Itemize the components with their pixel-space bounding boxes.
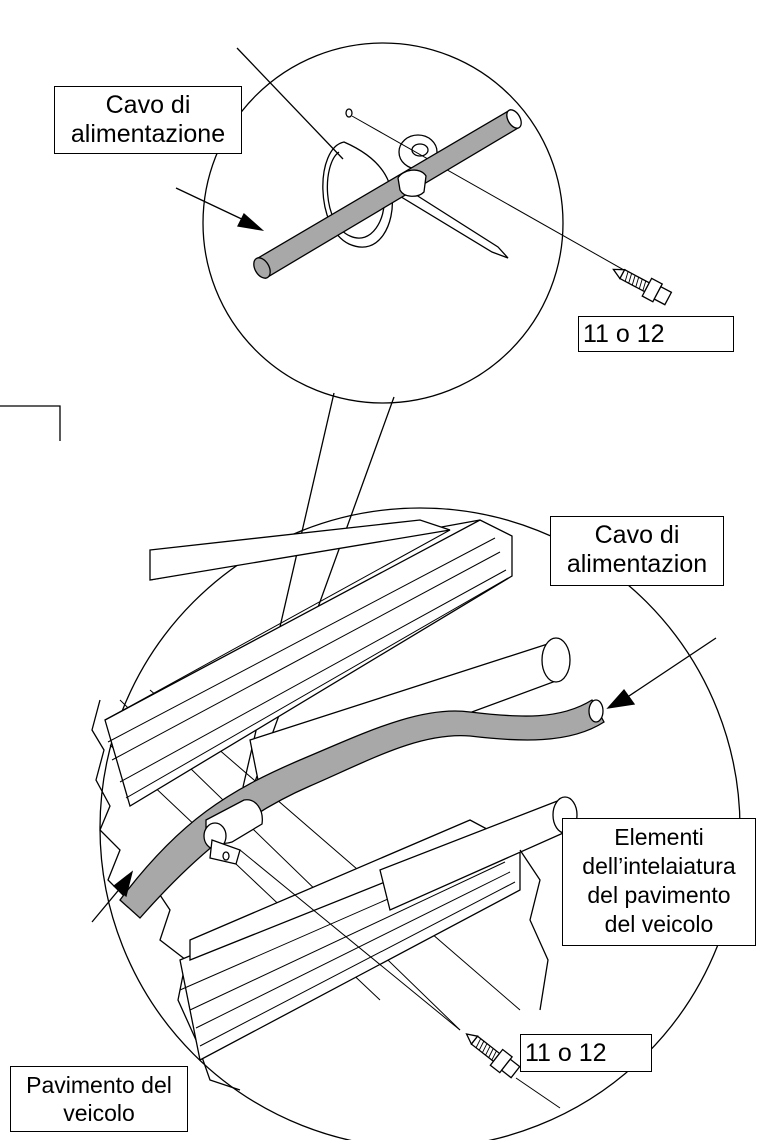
callout-bottom-cable: Cavo di alimentazion [550, 516, 724, 586]
callout-bottom-part-number: 11 o 12 [520, 1034, 652, 1072]
zoom-leader-right [251, 396, 395, 791]
callout-top-part-number-text: 11 o 12 [583, 320, 665, 348]
callout-top-cable-line2: alimentazione [70, 120, 226, 148]
callout-bottom-cable-line2: alimentazion [566, 550, 708, 578]
callout-floor: Pavimento del veicolo [10, 1066, 188, 1132]
callout-top-part-number: 11 o 12 [578, 316, 734, 352]
callout-floor-line2: veicolo [63, 1100, 135, 1126]
callout-frame-members-line4: del veicolo [604, 911, 714, 937]
callout-frame-members: Elementi dell’intelaiatura del pavimento… [562, 818, 756, 946]
callout-bottom-cable-line1: Cavo di [594, 521, 680, 549]
callout-top-cable-line1: Cavo di [105, 91, 191, 119]
callout-top-cable: Cavo di alimentazione [54, 86, 242, 154]
detail-circle-top [202, 42, 564, 404]
callout-floor-line1: Pavimento del [26, 1072, 172, 1098]
callout-frame-members-line3: del pavimento [587, 882, 731, 908]
top-detail-contents [175, 47, 673, 306]
callout-frame-members-line2: dell’intelaiatura [582, 853, 736, 879]
callout-bottom-part-number-text: 11 o 12 [525, 1039, 607, 1067]
bottom-detail-contents [91, 519, 717, 1109]
corner-bracket [0, 405, 61, 441]
callout-frame-members-line1: Elementi [614, 824, 704, 850]
